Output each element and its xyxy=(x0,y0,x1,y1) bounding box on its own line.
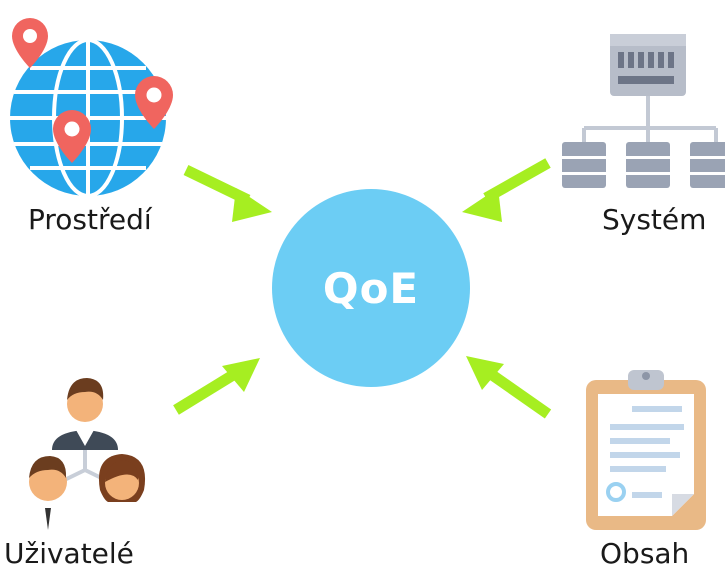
globe-icon xyxy=(10,18,173,198)
location-pin-icon xyxy=(12,18,48,68)
node-label-users: Uživatelé xyxy=(4,537,134,570)
node-label-system: Systém xyxy=(602,203,707,236)
users-icon xyxy=(14,378,156,530)
node-label-environment: Prostředí xyxy=(28,203,152,236)
qoe-label: QoE xyxy=(322,263,420,313)
server-network-icon xyxy=(562,34,725,188)
person-icon xyxy=(52,378,118,450)
clipboard-icon xyxy=(586,370,706,530)
node-label-content: Obsah xyxy=(600,537,690,570)
qoe-circle: QoE xyxy=(272,189,470,387)
